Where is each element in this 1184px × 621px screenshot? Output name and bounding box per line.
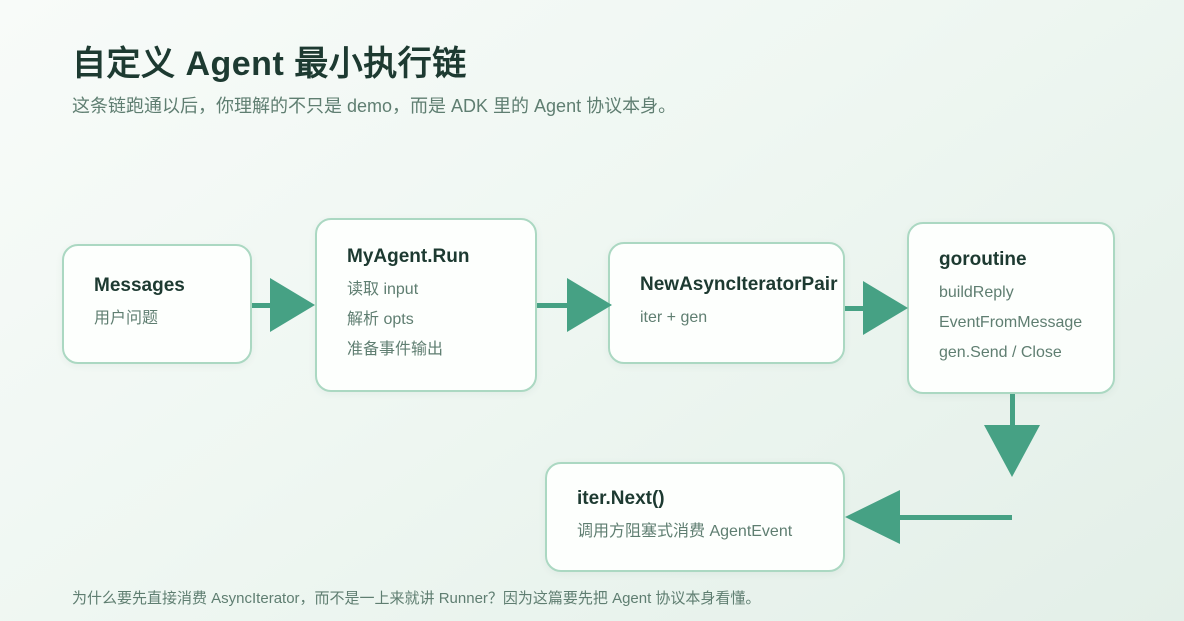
node-iter-next-title: iter.Next() [577,487,665,509]
arrow-right-icon [567,278,612,332]
node-goroutine: goroutine buildReply EventFromMessage ge… [907,222,1115,394]
node-myagent-run-detail: 读取 input [347,280,419,298]
node-goroutine-detail: buildReply [939,283,1014,301]
node-myagent-run-title: MyAgent.Run [347,245,470,267]
node-myagent-run: MyAgent.Run 读取 input 解析 opts 准备事件输出 [315,218,537,392]
page-subtitle: 这条链跑通以后，你理解的不只是 demo，而是 ADK 里的 Agent 协议本… [72,96,677,116]
arrow-stem [845,305,863,311]
page-title: 自定义 Agent 最小执行链 [72,45,467,83]
arrow-goroutine-down [984,394,1040,477]
arrow-stem [537,302,567,308]
arrow-right-icon [270,278,315,332]
node-messages: Messages 用户问题 [62,244,252,364]
arrow-elbow-line [900,515,1012,520]
node-iter-next-detail: 调用方阻塞式消费 AgentEvent [577,522,793,540]
node-goroutine-detail: gen.Send / Close [939,343,1062,361]
arrow-messages-to-myagent-run [252,278,315,332]
arrow-down-icon [984,425,1040,477]
arrow-left-icon [845,490,900,544]
node-myagent-run-detail: 准备事件输出 [347,340,444,358]
node-iter-next: iter.Next() 调用方阻塞式消费 AgentEvent [545,462,845,572]
node-messages-title: Messages [94,274,185,296]
arrow-right-icon [863,281,908,335]
footnote: 为什么要先直接消费 AsyncIterator，而不是一上来就讲 Runner？… [72,590,761,607]
node-new-async-iterator-pair: NewAsyncIteratorPair iter + gen [608,242,845,364]
node-myagent-run-detail: 解析 opts [347,310,414,328]
node-new-async-iterator-pair-title: NewAsyncIteratorPair [640,273,838,295]
node-goroutine-detail: EventFromMessage [939,313,1083,331]
arrow-myagent-run-to-pair [537,278,612,332]
arrow-pair-to-goroutine [845,281,908,335]
arrow-stem [1009,394,1015,425]
arrow-stem [252,302,270,308]
node-goroutine-title: goroutine [939,248,1027,270]
node-new-async-iterator-pair-detail: iter + gen [640,308,708,326]
node-messages-detail: 用户问题 [94,309,159,327]
